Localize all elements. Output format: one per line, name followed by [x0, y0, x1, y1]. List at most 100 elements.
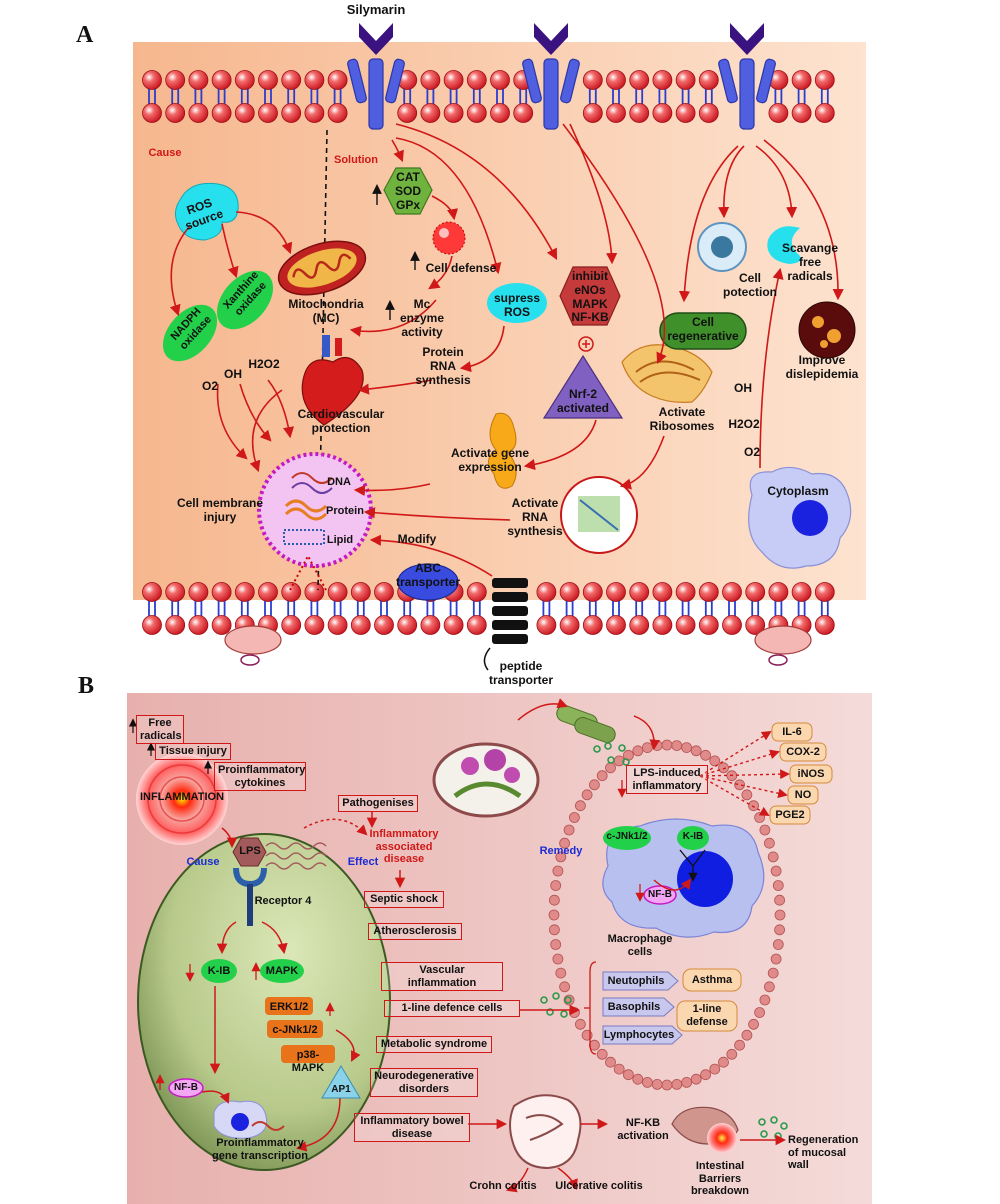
pathogenises-box: Pathogenises	[338, 795, 418, 812]
lymphocytes-label: Lymphocytes	[603, 1029, 675, 1041]
ibd-box: Inflammatory bowel disease	[354, 1113, 470, 1143]
effect-label: Effect	[347, 856, 379, 868]
remedy-oval-dot	[690, 745, 702, 757]
mitochondria-shape	[277, 240, 367, 296]
il6-label: IL-6	[782, 726, 802, 738]
tissue-injury-box: Tissue injury	[155, 743, 231, 760]
remedy-oval-dot	[759, 824, 771, 836]
remedy-oval-dot	[581, 789, 593, 801]
herb-plate	[432, 742, 540, 818]
nfb-left-label: NF-B	[174, 1082, 198, 1093]
remedy-oval-dot	[605, 1056, 616, 1068]
peptide-transporter-label: peptide transporter	[488, 659, 553, 687]
kib-left-label: K-IB	[207, 965, 231, 977]
remedy-oval-dot	[772, 939, 784, 950]
supress-ros-shape	[487, 283, 547, 323]
cox2-shape	[779, 742, 827, 762]
cause-label-b: Cause	[186, 856, 220, 868]
remedy-oval-dot	[709, 1063, 721, 1075]
dislipidemia-sphere	[798, 301, 856, 359]
remedy-oval-dot	[734, 1039, 745, 1051]
remedy-oval-dot	[569, 1007, 580, 1018]
remedy-oval-dot	[555, 851, 567, 863]
remedy-oval-dot	[718, 762, 729, 774]
remedy-oval-dot	[632, 1073, 644, 1085]
modify-label: Modify	[397, 532, 437, 546]
remedy-oval-dot	[734, 779, 745, 791]
nfkb-activation-label: NF-KB activation	[617, 1117, 669, 1142]
lipid-unit	[211, 581, 233, 636]
remedy-oval-dot	[559, 837, 570, 849]
remedy-oval-dot	[772, 880, 784, 891]
silymarin-label: Silymarin	[346, 2, 406, 17]
o2-label: O2	[201, 379, 218, 393]
cjnk-right-label: c-JNk1/2	[606, 831, 648, 842]
abc-transporter-shape	[397, 563, 459, 601]
remedy-oval-dot	[623, 1069, 634, 1081]
lipid-unit	[327, 581, 349, 636]
asthma-shape	[682, 968, 742, 992]
cell-protection-label: Cell potection	[723, 271, 777, 299]
remedy-oval-dot	[661, 739, 673, 751]
cell-defense-label: Cell defense	[425, 261, 497, 275]
ulcerative-label: Ulcerative colitis	[555, 1180, 643, 1192]
remedy-oval-dot	[559, 981, 570, 993]
cjnk-left-label: c-JNk1/2	[272, 1024, 318, 1036]
activate-rna-label: Activate RNA synthesis	[507, 496, 563, 538]
nfb-right-label: NF-B	[648, 889, 672, 900]
remedy-oval-dot	[754, 812, 765, 823]
oh-right-label: OH	[734, 381, 752, 395]
remedy-oval-dot	[754, 1007, 765, 1018]
inflammation-label: INFLAMMATION	[139, 791, 225, 803]
capsule-2	[574, 717, 616, 743]
lipid-unit	[280, 581, 302, 636]
lipid-unit	[605, 581, 627, 636]
pge2-label: PGE2	[775, 809, 805, 821]
cox2-label: COX-2	[786, 746, 820, 758]
cytoplasm-label: Cytoplasm	[767, 484, 829, 498]
basophils-tag	[602, 997, 675, 1017]
abc-transporter-label: ABC transporter	[395, 561, 460, 589]
free-radicals-box: Free radicals	[136, 715, 184, 745]
remedy-oval-dot	[549, 924, 560, 936]
remedy-oval-dot	[552, 953, 564, 965]
lipid-unit	[652, 581, 673, 636]
lipid-unit	[721, 581, 743, 636]
solution-label: Solution	[334, 154, 378, 166]
mitochondria-label: Mitochondria (MC)	[288, 297, 364, 325]
intestinal-barrier-label: Intestinal Barriers breakdown	[690, 1160, 750, 1198]
cell-regenerative-label: Cell regenerative	[667, 315, 739, 343]
remedy-oval-dot	[642, 1077, 653, 1088]
lipid-unit	[373, 581, 395, 636]
remedy-oval-dot	[700, 749, 711, 761]
peptide-transporter-shape	[483, 578, 528, 671]
inhibit-label: inhibit eNOs MAPK NF-KB	[571, 269, 609, 325]
o2-right-label: O2	[743, 445, 760, 459]
remedy-oval-dot	[555, 967, 567, 979]
crohn-label: Crohn colitis	[469, 1180, 537, 1192]
lipid-unit	[675, 581, 696, 636]
remedy-oval-dot	[741, 789, 753, 801]
kib-left-shape	[201, 959, 237, 983]
remedy-oval-dot	[552, 865, 564, 877]
remedy-oval-dot	[759, 994, 771, 1006]
remedy-oval-dot	[690, 1073, 702, 1085]
remedy-oval-dot	[767, 851, 779, 863]
remedy-oval-dot	[741, 1029, 753, 1041]
remedy-oval-dot	[764, 981, 775, 993]
receptor4-label: Receptor 4	[254, 895, 312, 907]
remedy-oval-dot	[642, 742, 653, 753]
il6-shape	[771, 722, 813, 742]
remedy-oval	[548, 739, 786, 1091]
lipid-unit	[164, 581, 186, 636]
remedy-oval-dot	[770, 953, 782, 965]
remedy-oval-dot	[726, 1048, 738, 1060]
defence-cells-box: 1-line defence cells	[384, 1000, 520, 1017]
nrf2-triangle	[542, 354, 624, 419]
inhibit-hexagon	[559, 266, 621, 326]
neutophils-tag	[602, 971, 679, 991]
atherosclerosis-box: Atherosclerosis	[368, 923, 462, 940]
oh-label: OH	[224, 367, 242, 381]
intestine-shape	[509, 1094, 582, 1170]
